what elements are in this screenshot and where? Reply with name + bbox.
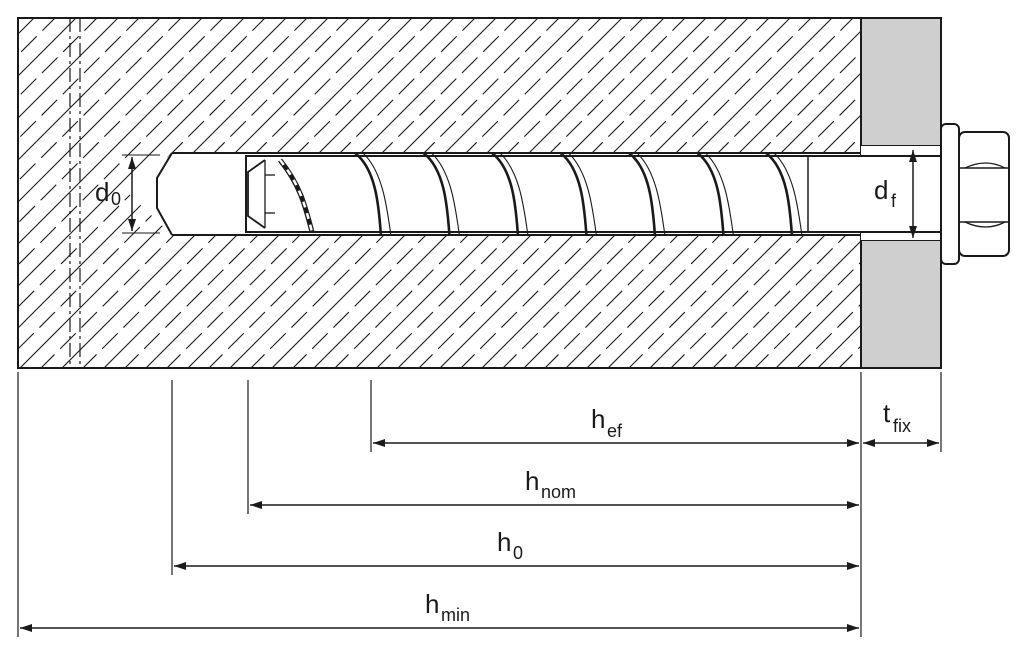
d0-label-main: d (95, 177, 109, 207)
screw-anchor (245, 123, 1010, 265)
d0-dimension: d 0 (95, 154, 160, 234)
extension-lines (17, 372, 942, 637)
h0-label-main: h (497, 527, 511, 557)
hnom-label-main: h (525, 466, 539, 496)
df-label-sub: f (891, 191, 897, 211)
screw-tip (247, 158, 315, 233)
washer (940, 123, 960, 265)
hef-label-main: h (591, 404, 605, 434)
dimension-labels: h ef t fix h nom h 0 h min (425, 398, 911, 625)
hef-label-sub: ef (607, 421, 623, 441)
hex-head (958, 131, 1010, 257)
length-dimensions (20, 439, 939, 632)
d0-label-sub: 0 (111, 189, 121, 209)
tfix-label-sub: fix (893, 416, 911, 436)
hnom-label-sub: nom (541, 482, 576, 502)
tfix-label-main: t (883, 398, 891, 428)
hmin-label-sub: min (441, 605, 470, 625)
df-dimension: d f (874, 150, 917, 238)
h0-label-sub: 0 (513, 543, 523, 563)
hmin-label-main: h (425, 589, 439, 619)
screw-threads (354, 151, 803, 237)
df-label-main: d (874, 175, 888, 205)
